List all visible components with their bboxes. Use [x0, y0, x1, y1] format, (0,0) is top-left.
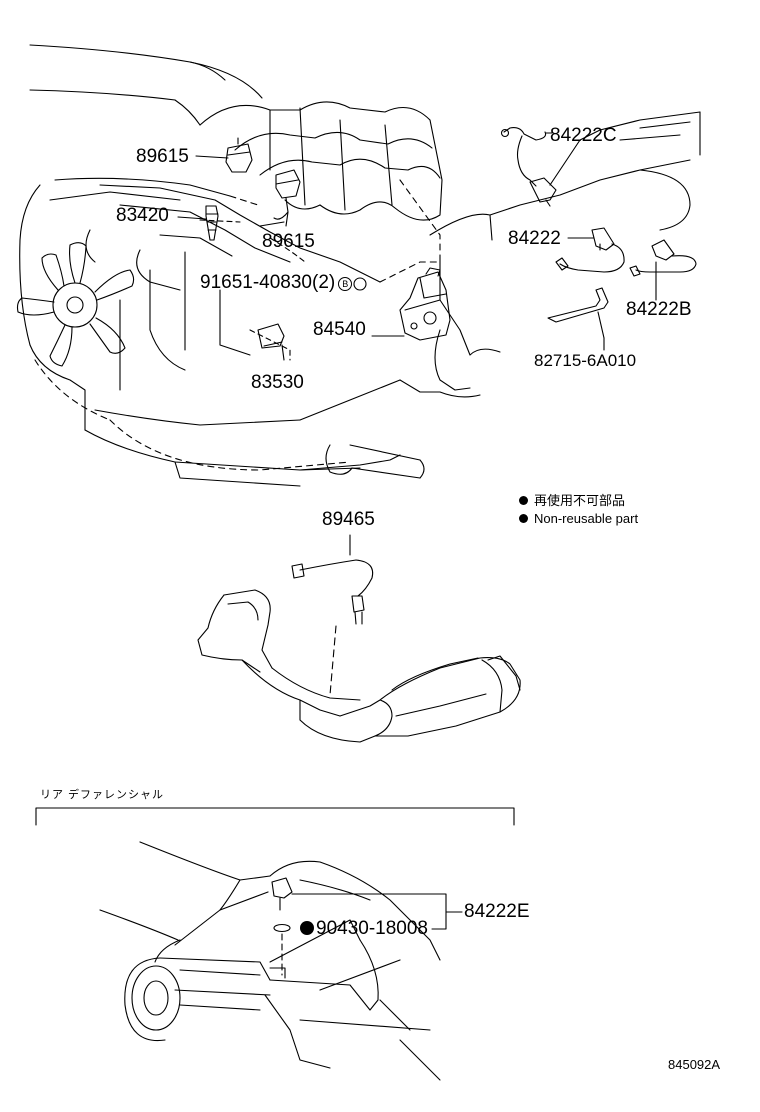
section-title-rear-differential: リア デファレンシャル [40, 789, 165, 801]
label-84222: 84222 [508, 228, 561, 249]
part-90430-gasket [273, 923, 291, 933]
label-84222b: 84222B [626, 299, 692, 320]
label-90430: 90430-18008 [300, 919, 428, 938]
part-84540-switch [371, 267, 451, 341]
non-reusable-dot-icon [300, 921, 314, 935]
label-90430-text: 90430-18008 [316, 918, 428, 939]
b-mark-icon: B [338, 277, 353, 291]
non-reusable-dot-icon [519, 514, 528, 523]
part-84222-sensor [555, 227, 625, 273]
rear-differential-section [35, 807, 515, 1081]
label-84222e: 84222E [464, 901, 530, 922]
part-84222b-sensor [629, 239, 697, 301]
non-reusable-dot-icon [519, 496, 528, 505]
part-84222c-sensor [500, 127, 557, 207]
part-89615-lower [259, 169, 301, 227]
label-91651-text: 91651-40830(2) [200, 272, 336, 293]
label-83420: 83420 [116, 205, 169, 226]
engine-illustration [16, 44, 701, 487]
exhaust-pipe [197, 589, 521, 743]
label-84222c: 84222C [550, 125, 617, 146]
diagram-id: 845092A [668, 1057, 721, 1072]
cooling-fan [16, 242, 135, 367]
part-91651-bolt [353, 277, 367, 291]
legend-jp-text: 再使用不可部品 [534, 493, 626, 508]
section-bracket [35, 807, 515, 826]
label-91651-bolt: 91651-40830(2)B [200, 272, 353, 293]
legend-en: Non-reusable part [519, 512, 638, 525]
part-83420 [177, 205, 219, 241]
label-89465: 89465 [322, 509, 375, 530]
legend-jp: 再使用不可部品 [519, 494, 625, 507]
label-89615-lower: 89615 [262, 231, 315, 252]
part-89615-upper [195, 137, 253, 173]
label-83530: 83530 [251, 372, 304, 393]
part-83530-sensor [257, 323, 285, 361]
legend-en-text: Non-reusable part [534, 511, 639, 526]
label-84540: 84540 [313, 319, 366, 340]
label-82715: 82715-6A010 [534, 351, 637, 370]
part-84222e-plug [271, 877, 293, 899]
part-89465-oxygen-sensor [291, 534, 374, 625]
label-89615-upper: 89615 [136, 146, 189, 167]
part-82715-bracket [547, 287, 609, 351]
